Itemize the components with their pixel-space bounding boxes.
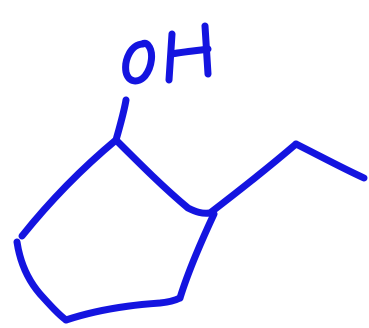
ring-bond-left	[13, 238, 70, 324]
ring-bond-top-left	[18, 136, 120, 240]
hydroxyl-bond	[112, 96, 130, 144]
ring-bond-bottom	[62, 294, 184, 324]
oxygen-letter	[122, 39, 156, 85]
hydroxyl-label: OH	[122, 22, 212, 85]
ring-bond-top-right	[112, 136, 214, 217]
hydrogen-letter-crossbar	[168, 45, 212, 58]
ethyl-bond-first	[206, 140, 300, 217]
hydrogen-letter-right-stroke	[201, 22, 212, 78]
ethyl-bond-second	[292, 140, 368, 182]
ring-bond-right	[176, 210, 218, 302]
ink-strokes: OH	[13, 22, 368, 324]
